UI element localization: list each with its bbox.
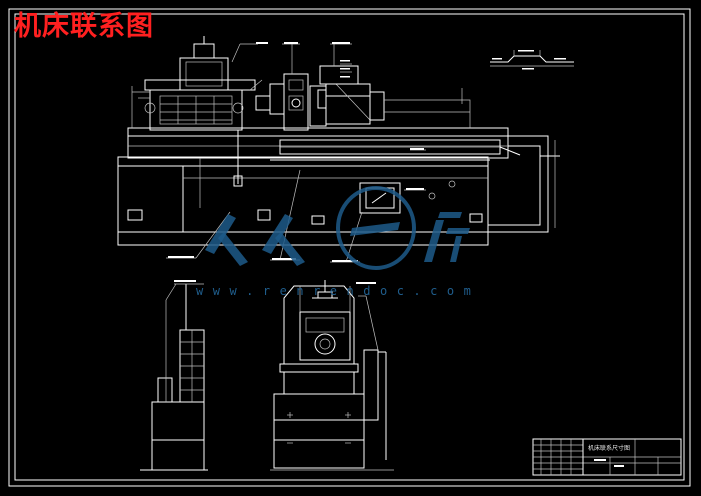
- front-view-spindle-box: [299, 311, 351, 361]
- drive-motor: [325, 83, 371, 125]
- lower-machine-front-view: [270, 280, 394, 471]
- watermark-logo: [205, 186, 470, 270]
- title-block: [532, 438, 682, 476]
- upper-elevation-view: [117, 36, 560, 263]
- dimension-detail: [490, 50, 574, 70]
- lower-left-hydraulic-unit: [140, 280, 208, 471]
- inner-frame: [14, 13, 685, 481]
- title-block-drawing-name: 机床联系尺寸图: [588, 445, 631, 452]
- worktable: [127, 127, 509, 159]
- watermark-url: www.renrendoc.com: [196, 284, 481, 298]
- control-cabinet: [283, 73, 309, 131]
- front-view-base: [273, 393, 365, 469]
- drawing-title: 机床联系图: [14, 11, 154, 42]
- outer-frame: [8, 8, 691, 487]
